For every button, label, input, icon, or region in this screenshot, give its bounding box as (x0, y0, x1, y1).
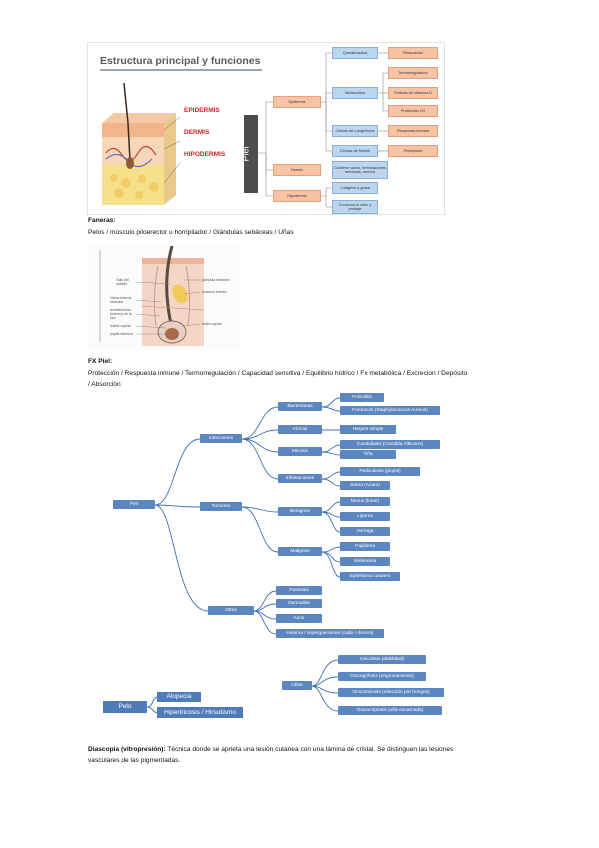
diascopia-label: Diascopia (vitropresión): (88, 746, 166, 753)
node-infestaciones: Infestaciones (278, 474, 322, 483)
node-otras: Otras (208, 606, 254, 615)
fx-piel-line2: / Absorción (88, 381, 121, 388)
node-langerhans: Células de Langerhans (332, 125, 378, 137)
label-vaina: Vaina externa radicular (110, 296, 132, 304)
node-hipodermis: Hipodermis (273, 190, 321, 202)
node-piel: Piel (113, 500, 155, 509)
node-acne: Acne (276, 614, 322, 623)
node-hipertricosis: Hipertricosis / Hirsutismo (157, 707, 243, 718)
node-melanoma: Melanoma (340, 557, 390, 566)
node-onicomicosis: Onicomicosis (infección por hongos) (338, 688, 444, 697)
node-herpes: Herpes simple (340, 425, 396, 434)
node-alopecia: Alopecia (157, 692, 201, 702)
diascopia-text-2: vasculares de las pigmentadas. (88, 757, 181, 764)
diascopia-text-1: Técnica donde se aprieta una lesión cutá… (165, 746, 454, 753)
fx-piel-heading: FX Piel: (88, 358, 113, 365)
node-infecciones: Infecciones (200, 434, 242, 443)
node-verruga: Verruga (340, 527, 390, 536)
node-pelo: Pelo (103, 701, 147, 713)
node-unas: Uñas (282, 681, 312, 690)
hair-follicle-figure: Tallo del cabello Vaina externa radicula… (88, 246, 240, 350)
node-epitelioma: Epitelioma cutaneo (340, 572, 400, 581)
node-merkel: Células de Merkel (332, 145, 378, 157)
node-respuesta-inmune: Respuesta inmune (388, 125, 438, 137)
node-dermis: Dermis (273, 164, 321, 176)
skin-block-illustration (102, 83, 181, 205)
diascopia-paragraph-line1: Diascopia (vitropresión): Técnica donde … (88, 745, 453, 755)
skin-structure-figure: Estructura principal y funciones EPIDERM… (87, 42, 445, 215)
node-renovacion: Renovación (388, 47, 438, 59)
node-malignos: Malignos (278, 547, 322, 556)
node-benignos: Benignos (278, 507, 322, 516)
node-dermatitis: Dermatitis (276, 599, 322, 608)
node-melanocitos: Melanocitos (332, 87, 378, 99)
label-musculo: músculo erector (202, 290, 227, 294)
node-termorregulacion: Termorregulación (388, 67, 438, 79)
node-tumores: Tumores (200, 502, 242, 511)
node-colageno-grasa: Colágeno y grasa (332, 182, 378, 194)
node-queratinocitos: Queratinocitos (332, 47, 378, 59)
hair-follicle-illustration (99, 246, 205, 346)
title-underline (100, 69, 262, 71)
node-papiloma: Papiloma (340, 542, 390, 551)
fx-piel-line1: Protección / Respuesta inmune / Termorre… (88, 370, 468, 377)
piel-root-bar: Piel (241, 115, 258, 193)
node-tina: Tiña (340, 450, 396, 459)
node-pediculosis: Pediculosis (piojos) (340, 467, 420, 476)
node-onicocriptosis: Onicocriptosis (uña encarnada) (338, 706, 442, 715)
node-candidiasis: Candidiasis (Candida Albicans) (340, 440, 440, 449)
node-nevus: Nevus (lunar) (340, 497, 390, 506)
label-glandula: glándula sebácea (202, 278, 230, 282)
node-percepcion: Percepción (388, 145, 438, 157)
label-tallo: Tallo del cabello (116, 278, 129, 286)
faneras-heading: Faneras: (88, 217, 116, 224)
figure-title: Estructura principal y funciones (100, 55, 261, 67)
label-matriz: matriz capilar (110, 324, 131, 328)
faneras-text: Pelos / músculo piloerector u horripilad… (88, 229, 294, 236)
label-papila: papila dérmica (110, 332, 133, 336)
hipodermis-label: HIPODERMIS (184, 151, 226, 158)
node-vitamina-d: Síntesis de vitamina D (388, 87, 438, 99)
node-heloma: Heloma / Hiperqueratosis (callo / dureza… (276, 629, 384, 638)
node-foliculitis: Foliculitis (340, 393, 384, 402)
node-bacterianas: Bacterianas (278, 402, 322, 411)
structure-connectors (258, 52, 388, 208)
label-revestimiento: revestimiento (interior) de la raíz (110, 308, 132, 320)
node-conserva-calor: Conserva el calor y protege (332, 200, 378, 214)
node-micosis: Micosis (278, 447, 322, 456)
node-epidermis: Epidermis (273, 96, 321, 108)
node-viricas: Víricas (278, 425, 322, 434)
label-bulbo: bulbo capilar (202, 322, 222, 326)
node-dermis-contiene: Contiene vasos, terminaciones nerviosas,… (332, 161, 388, 179)
node-onicogrifosis: Onicogrifosis (engrosamiento) (338, 672, 426, 681)
node-proteccion-uv: Protección UV (388, 105, 438, 117)
node-onicolisis: Onicolisis (debilidad) (338, 655, 426, 664)
epidermis-label: EPIDERMIS (184, 107, 220, 114)
node-forunculo: Forúnculo (Staphylococcus Aureus) (340, 406, 440, 415)
node-sarna: Sarna (Acaro) (340, 481, 390, 490)
node-lipoma: Lipoma (340, 512, 390, 521)
node-psoriasis: Psoriasis (276, 586, 322, 595)
dermis-label: DERMIS (184, 129, 210, 136)
